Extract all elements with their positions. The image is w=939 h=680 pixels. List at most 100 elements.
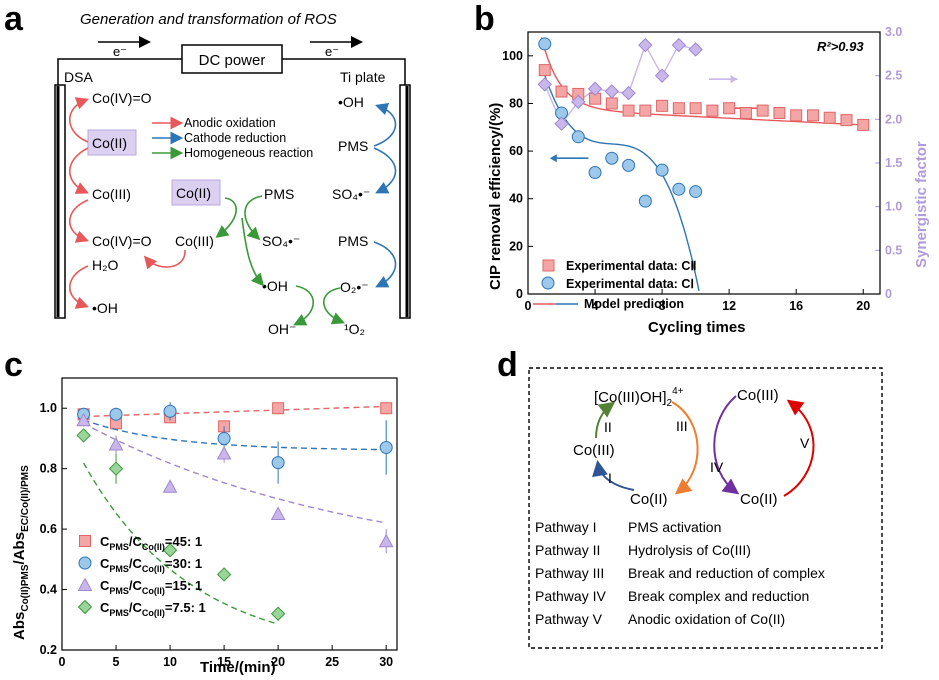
c-point-s3 [270, 606, 286, 621]
c-point-s3 [216, 567, 232, 582]
b-point-s0 [639, 104, 652, 117]
chart-b-frame [527, 31, 881, 295]
b-point-s1 [689, 185, 703, 199]
cycle-co2-left: Co(II) [630, 491, 668, 508]
species-oh-bottom: •OH [92, 300, 118, 316]
legend-cathode: Cathode reduction [184, 131, 286, 145]
c-point-s2 [270, 506, 286, 520]
wire-left [57, 58, 182, 85]
panel-label-d: d [497, 346, 518, 384]
b-y2tick-label: 0.5 [885, 243, 902, 257]
chart-b-xlabel: Cycling times [648, 319, 746, 336]
b-arrowhead-right-axis [730, 75, 738, 84]
c-point-s2 [162, 479, 178, 493]
legend-b-c1: Experimental data: CⅠ [566, 277, 694, 291]
b-point-s1 [622, 158, 636, 172]
b-xtick-label: 16 [789, 299, 803, 313]
pathway-2-desc: Hydrolysis of Co(III) [628, 542, 751, 558]
c-point-s0 [380, 402, 393, 415]
pathway-3-name: Pathway III [535, 565, 604, 581]
species-ohminus: OH⁻ [268, 321, 296, 337]
b-ytick-label: 0 [516, 287, 523, 301]
c-xtick-label: 15 [217, 655, 231, 669]
c-legend-marker-0 [79, 535, 91, 547]
pathway-4-name: Pathway IV [535, 588, 606, 604]
c-legend-label-3: CPMS/CCo(II)=7.5: 1 [100, 600, 206, 618]
c-legend-label-2: CPMS/CCo(II)=15: 1 [100, 578, 202, 596]
b-model-curve-c2 [540, 37, 867, 126]
species-mid-so4: SO₄•⁻ [262, 233, 300, 249]
b-point-s0 [706, 104, 719, 117]
c-ytick-label: 0.6 [40, 522, 57, 536]
arrow-pms-to-oh [373, 102, 397, 147]
chart-b-annotation: R²>0.93 [817, 39, 864, 54]
roman-v: V [800, 435, 810, 451]
b-point-s0 [790, 109, 803, 122]
arrow-co2-to-co3-homog [215, 197, 237, 238]
c-fit-curve-s0 [83, 405, 387, 418]
pathway-5-desc: Anodic oxidation of Co(II) [628, 611, 785, 627]
b-y2tick-label: 3.0 [885, 25, 902, 39]
b-point-s0 [773, 106, 786, 119]
c-point-s3 [162, 543, 178, 558]
b-synergistic-line [544, 43, 696, 126]
arrow-o2-to-singlet [323, 287, 345, 325]
b-point-s2 [621, 85, 636, 101]
cycle-co3-right: Co(III) [737, 387, 779, 404]
b-y2tick-label: 1.5 [885, 156, 902, 170]
b-point-s0 [723, 102, 736, 115]
species-co4-bottom: Co(IV)=O [92, 233, 152, 249]
arrow-pms-to-o2 [373, 241, 397, 288]
c-point-s2 [76, 412, 91, 427]
arrow-pms-to-so4 [373, 147, 397, 194]
c-fit-curve-s1 [83, 419, 387, 451]
pathway-i-arrow [592, 460, 635, 491]
roman-iv: IV [710, 459, 724, 475]
b-ytick-label: 60 [509, 144, 523, 158]
b-arrowhead-blue-left [549, 154, 557, 163]
b-point-s2 [604, 84, 620, 99]
pathway-list: Pathway I PMS activation Pathway II Hydr… [535, 519, 825, 627]
b-point-s0 [656, 99, 669, 112]
b-y2tick-label: 0 [885, 287, 892, 301]
b-point-s0 [555, 85, 568, 98]
c-fit-curve-s2 [83, 422, 387, 524]
chart-c-frame [61, 377, 398, 651]
b-point-s2 [654, 68, 670, 83]
b-y2tick-label: 2.0 [885, 112, 902, 126]
b-point-s1 [638, 194, 652, 208]
b-ytick-label: 100 [502, 49, 523, 63]
panel-d-frame [528, 367, 883, 649]
panel-label-a: a [4, 0, 24, 38]
c-point-s0 [272, 402, 285, 415]
c-point-s3 [76, 428, 91, 443]
b-point-s2 [587, 81, 603, 96]
c-xtick-label: 5 [113, 655, 120, 669]
b-point-s2 [554, 116, 569, 131]
c-fit-curve-s3 [82, 462, 279, 625]
b-xtick-label: 8 [659, 299, 666, 313]
species-co4-top: Co(IV)=O [92, 90, 152, 106]
cathode-plate [399, 84, 411, 319]
c-ytick-label: 0.2 [40, 643, 57, 657]
b-point-s2 [638, 37, 653, 53]
b-ytick-label: 80 [509, 96, 523, 110]
c-point-s1 [109, 407, 123, 421]
c-xtick-label: 20 [271, 655, 285, 669]
electron-label-right: e⁻ [325, 44, 339, 59]
pathway-ii-arrow [595, 401, 616, 439]
arrow-co2-to-co4 [69, 97, 90, 143]
electron-label-left: e⁻ [113, 44, 127, 59]
wire-right [282, 58, 406, 85]
pathway-iii-arrow [671, 401, 699, 495]
species-pms-1: PMS [338, 138, 368, 154]
c-xtick-label: 25 [325, 655, 339, 669]
c-ytick-label: 0.4 [40, 583, 57, 597]
arrow-h2o-to-oh [69, 265, 90, 309]
chart-b-ylabel: CIP removal efficiency/(%) [487, 103, 504, 290]
c-legend-marker-1 [78, 556, 92, 570]
